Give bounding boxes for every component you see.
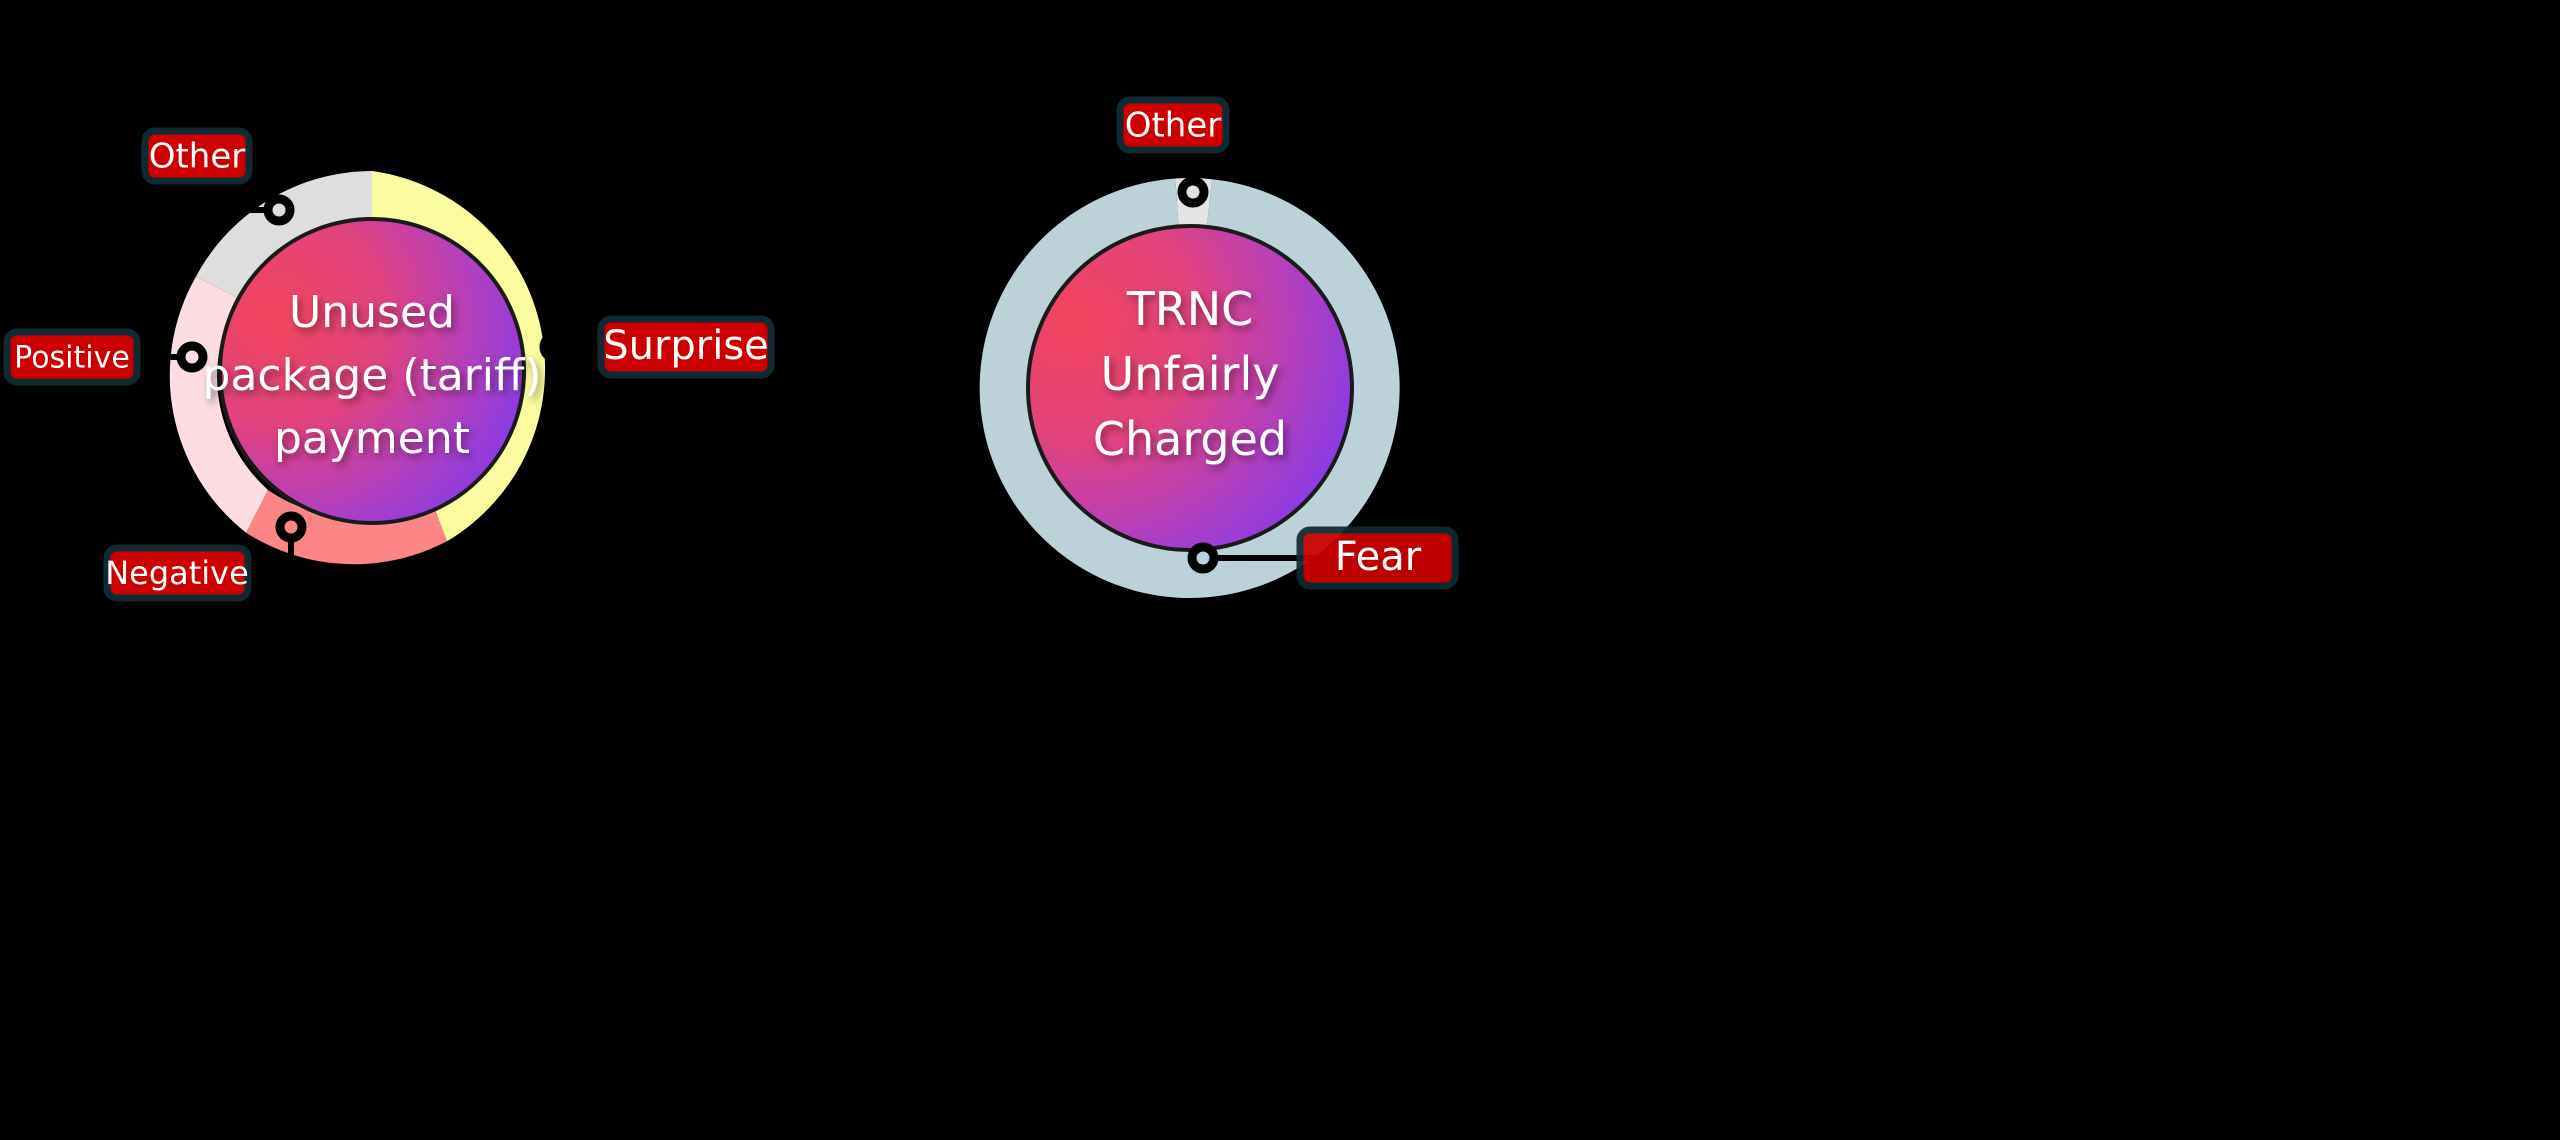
center-label-line-2: package (tariff) — [203, 350, 542, 401]
callout-positive-label: Positive — [14, 341, 130, 376]
callout-other-label: Other — [149, 137, 246, 177]
center-label-line-3: payment — [274, 413, 470, 464]
callout-positive[interactable]: Positive — [3, 328, 141, 386]
center-hub-right — [1028, 226, 1352, 550]
callout-negative-chip[interactable] — [103, 544, 252, 602]
callout-surprise-leader — [539, 331, 604, 363]
callout-other-leader — [194, 190, 295, 226]
segment-other[interactable] — [196, 171, 372, 299]
callout-other-right-label: Other — [1125, 106, 1222, 146]
callout-surprise-label: Surprise — [603, 323, 769, 369]
callout-other-chip[interactable] — [141, 127, 253, 185]
callout-negative[interactable]: Negative — [103, 544, 252, 602]
callout-other-right-leader — [1177, 150, 1209, 208]
center-label-right-line-3: Charged — [1093, 412, 1287, 466]
callout-fear[interactable]: Fear — [1296, 526, 1459, 590]
callout-positive-leader — [144, 341, 208, 373]
segment-negative[interactable] — [246, 490, 447, 565]
callout-surprise-chip[interactable] — [597, 315, 775, 379]
segment-positive[interactable] — [169, 276, 268, 533]
center-label-line-1: Unused — [289, 287, 455, 338]
center-hub — [220, 219, 524, 523]
callout-positive-chip[interactable] — [3, 328, 141, 386]
callout-fear-label: Fear — [1335, 534, 1422, 580]
callout-other-right[interactable]: Other — [1116, 96, 1230, 154]
right-donut-group: TRNC Unfairly Charged Other Fear — [979, 96, 1459, 599]
callout-surprise[interactable]: Surprise — [597, 315, 775, 379]
callout-negative-label: Negative — [105, 554, 249, 592]
left-donut-group: Unused package (tariff) payment — [3, 127, 775, 602]
callout-other[interactable]: Other — [141, 127, 253, 185]
callout-fear-chip[interactable] — [1296, 526, 1459, 590]
callout-negative-leader — [275, 511, 307, 575]
center-hub-outline — [218, 217, 526, 525]
center-label-right-line-1: TRNC — [1126, 282, 1254, 336]
callout-other-right-chip[interactable] — [1116, 96, 1230, 154]
center-label-right-line-2: Unfairly — [1101, 347, 1280, 401]
